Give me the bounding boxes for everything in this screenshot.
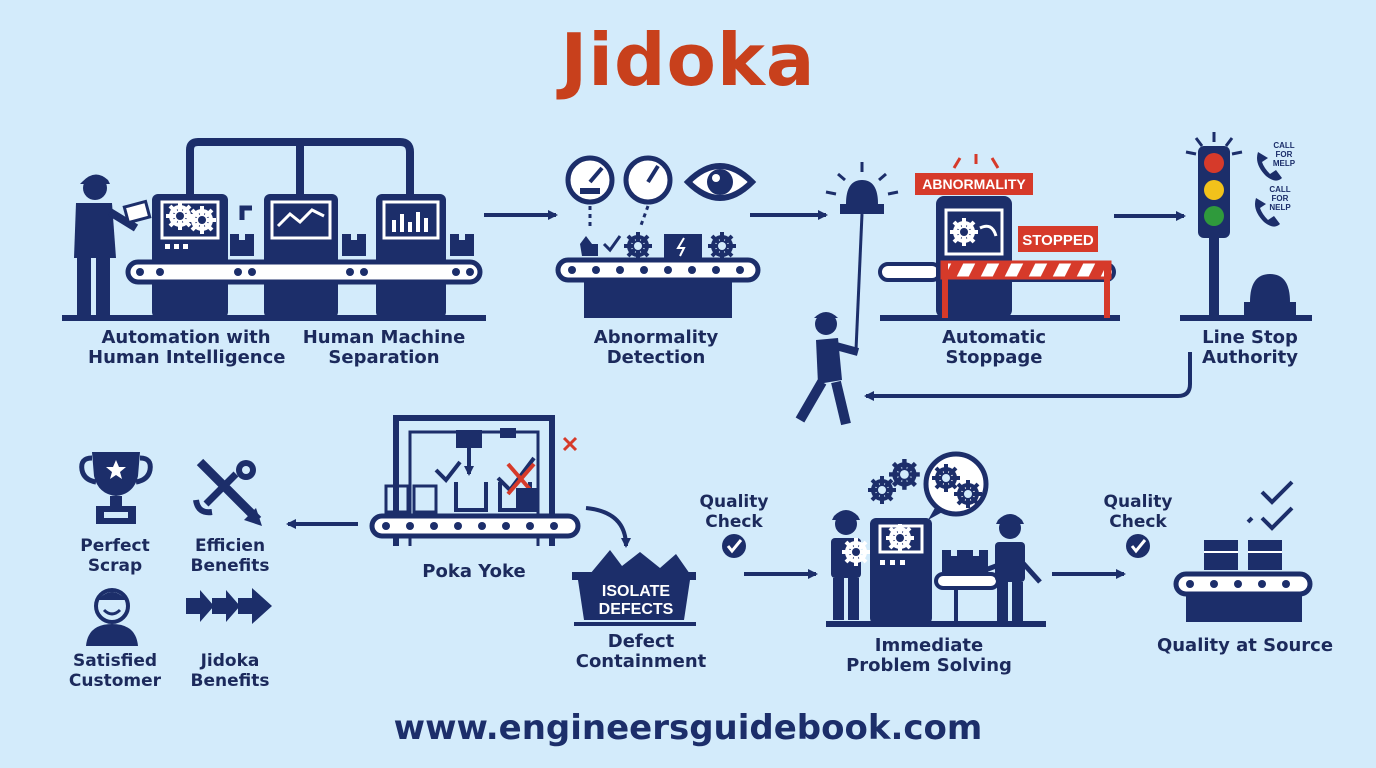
defects-label: DEFECTS [599, 601, 674, 618]
trophy-icon [79, 452, 153, 524]
barrier-icon [940, 260, 1112, 318]
conveyor-icon [62, 259, 486, 321]
svg-text:NELP: NELP [1269, 203, 1291, 212]
pulling-worker-icon [795, 312, 860, 426]
isolate-label: ISOLATE [602, 583, 670, 600]
bin-icon [572, 550, 696, 626]
stopped-badge: STOPPED [1018, 226, 1098, 252]
quality-source-label: Quality at Source [1156, 635, 1334, 656]
detection-conveyor [555, 230, 761, 318]
customer-icon [86, 588, 138, 646]
abnormality-badge: ABNORMALITY [915, 173, 1033, 195]
stoppage-machine [878, 154, 1120, 321]
tools-icon [193, 458, 262, 526]
quality-source-conveyor [1173, 480, 1313, 622]
svg-text:FOR: FOR [1276, 150, 1293, 159]
arrows-icon [186, 588, 272, 624]
gauge-icon [565, 155, 673, 229]
worker-icon [826, 510, 1046, 627]
poka-yoke-label: Poka Yoke [422, 561, 526, 582]
svg-text:CALL: CALL [1273, 141, 1294, 150]
svg-text:MELP: MELP [1273, 159, 1296, 168]
svg-text:ABNORMALITY: ABNORMALITY [922, 176, 1026, 192]
eye-icon [683, 163, 757, 201]
machine-icon [152, 138, 474, 318]
svg-text:FOR: FOR [1272, 194, 1289, 203]
page-title: Jidoka [560, 18, 816, 102]
operator-icon [74, 174, 152, 318]
phone-icon: CALL FOR MELP CALL FOR NELP [1255, 141, 1296, 227]
svg-text:CALL: CALL [1269, 185, 1290, 194]
traffic-light-icon [1180, 132, 1312, 321]
svg-text:STOPPED: STOPPED [1022, 232, 1094, 249]
siren-icon [825, 162, 899, 351]
poka-yoke-frame-icon [369, 415, 581, 546]
check-icon-2 [1126, 534, 1150, 558]
footer-url[interactable]: www.engineersguidebook.com [393, 708, 983, 748]
gears-icon [866, 451, 989, 520]
check-icon [722, 534, 746, 558]
